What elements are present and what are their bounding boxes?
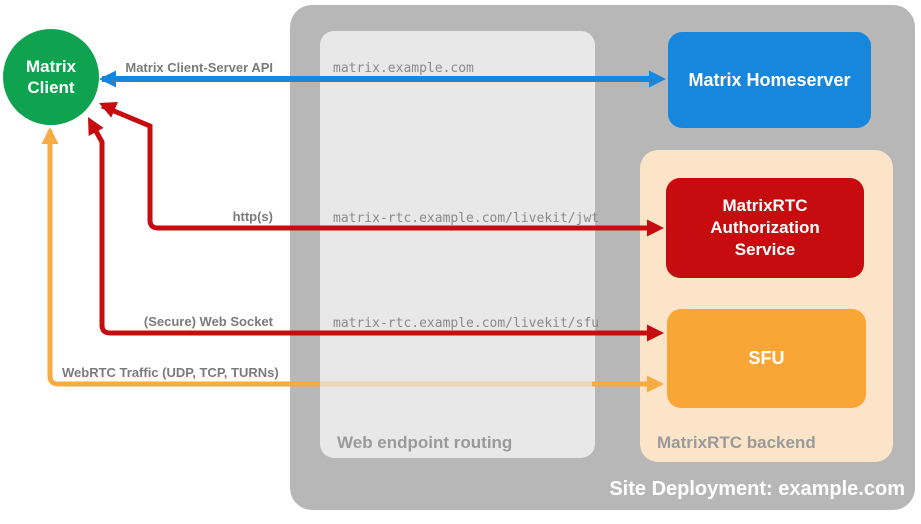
web-endpoint-routing-label: Web endpoint routing (337, 433, 513, 452)
sfu-label: SFU (748, 348, 785, 368)
route-livekit-jwt: matrix-rtc.example.com/livekit/jwt (333, 211, 600, 226)
route-livekit-sfu: matrix-rtc.example.com/livekit/sfu (333, 316, 600, 331)
matrixrtc-backend-label: MatrixRTC backend (657, 433, 816, 452)
matrixrtc-authorization-service-node: MatrixRTC Authorization Service (666, 178, 864, 278)
site-deployment-title: Site Deployment: example.com (609, 478, 905, 500)
matrix-homeserver-label: Matrix Homeserver (688, 69, 851, 90)
webrtc-arrow-label: WebRTC Traffic (UDP, TCP, TURNs) (62, 365, 279, 380)
matrix-client-label: Matrix Client (25, 56, 77, 97)
web-endpoint-routing-container (320, 31, 595, 458)
route-homeserver: matrix.example.com (333, 61, 474, 76)
matrixrtc-authorization-service-label: MatrixRTC Authorization Service (710, 195, 820, 260)
matrix-client-node: Matrix Client (3, 29, 99, 125)
websocket-arrow-label: (Secure) Web Socket (143, 314, 273, 329)
sfu-node: SFU (667, 309, 866, 408)
webrtc-arrowhead-client (41, 127, 59, 144)
websocket-arrowhead-client (80, 112, 104, 136)
matrix-homeserver-node: Matrix Homeserver (668, 32, 871, 128)
api-arrow-label: Matrix Client-Server API (125, 60, 273, 75)
https-arrowhead-client (95, 95, 118, 118)
https-arrow-label: http(s) (232, 209, 273, 224)
